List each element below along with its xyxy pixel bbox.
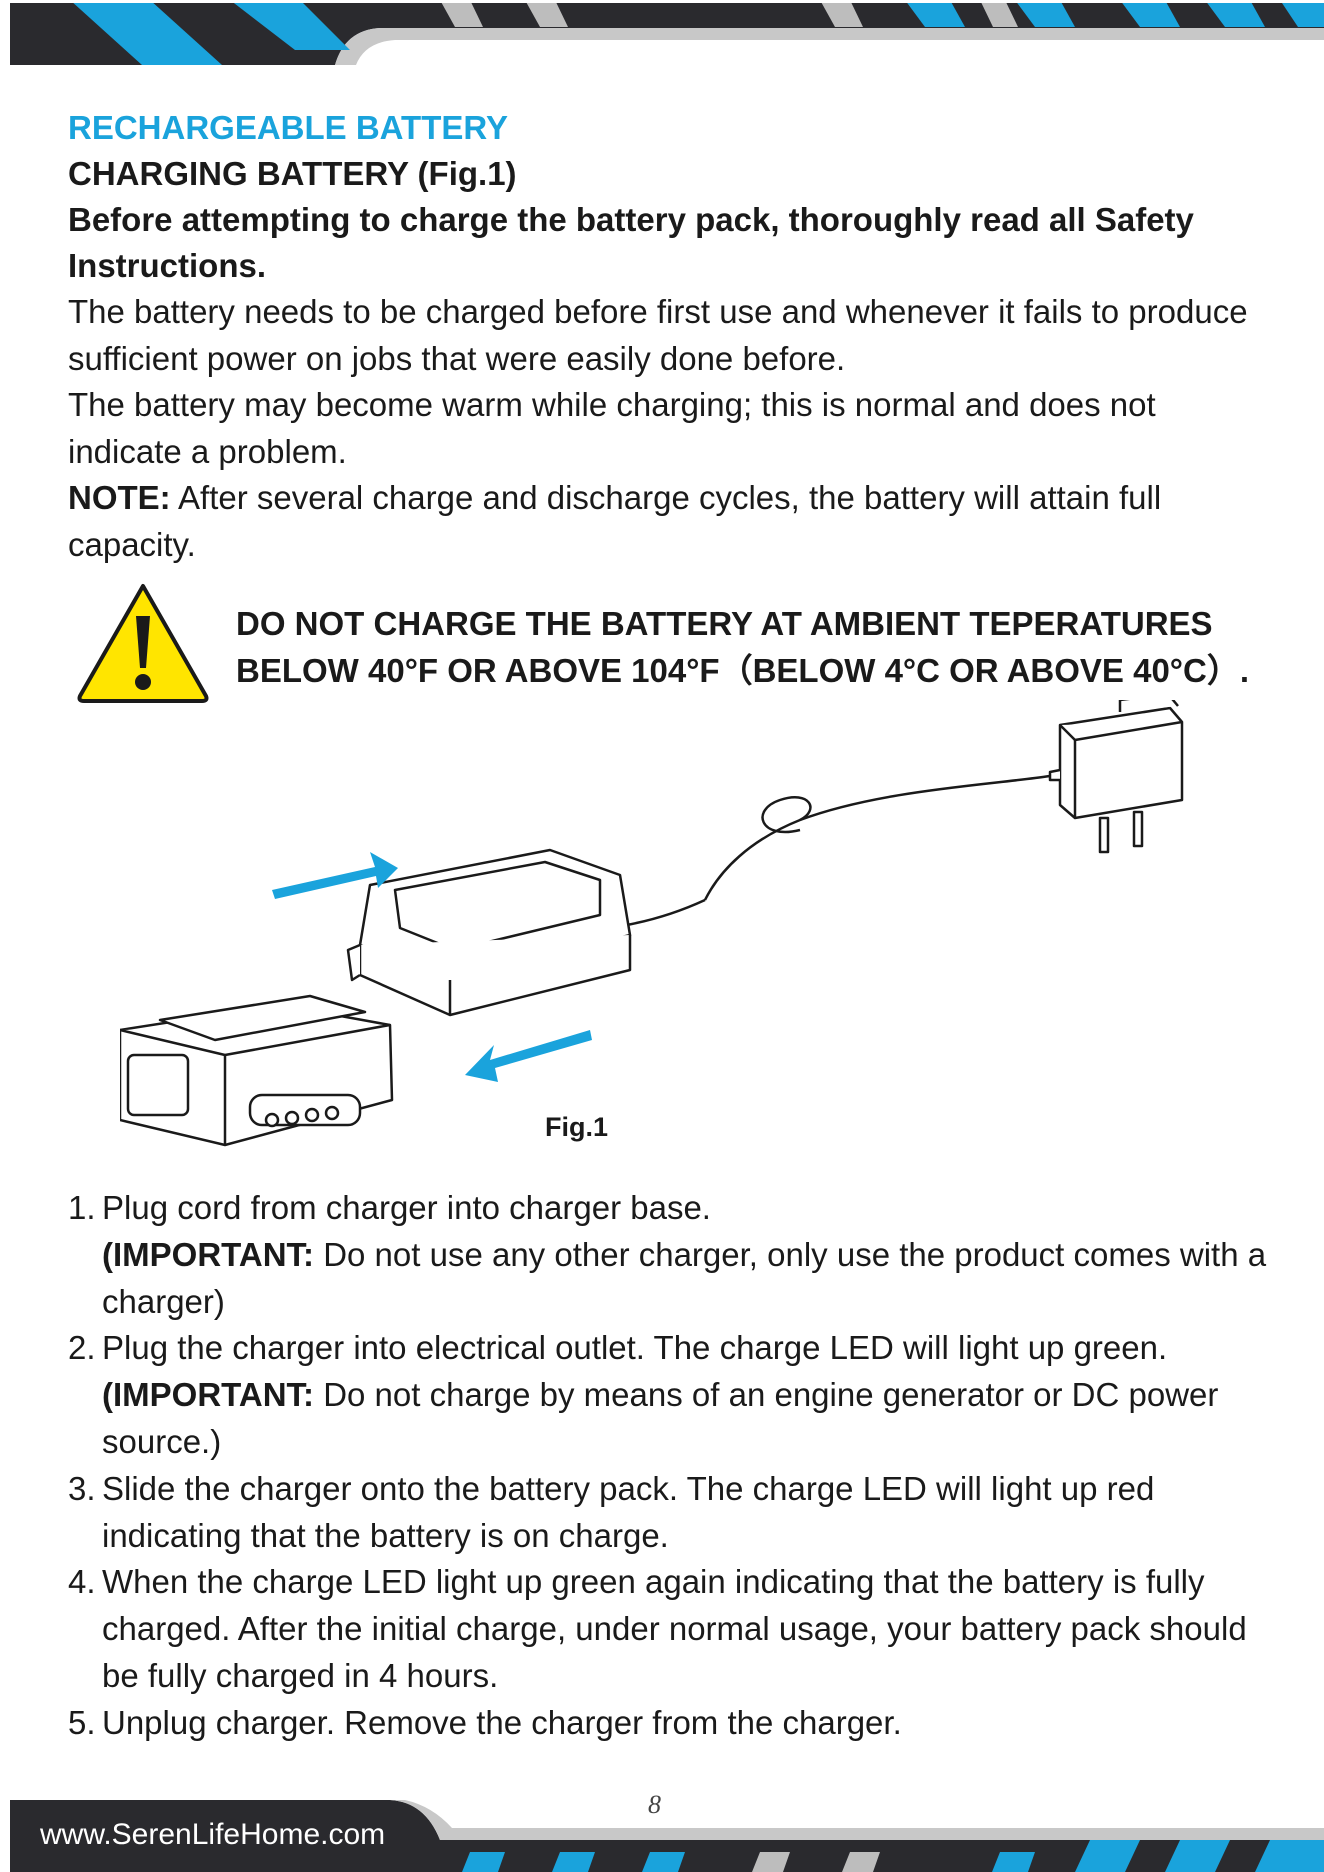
arrow-icon <box>272 852 592 1082</box>
step-text: Plug the charger into electrical outlet.… <box>102 1329 1168 1367</box>
important-text: Do not use any other charger, only use t… <box>102 1235 1267 1320</box>
steps-list: 1.Plug cord from charger into charger ba… <box>68 1185 1268 1747</box>
note-label: NOTE: <box>68 479 171 516</box>
subsection-title: CHARGING BATTERY (Fig.1) <box>68 155 517 192</box>
warning-line-2: BELOW 40°F OR ABOVE 104°F（BELOW 4°C OR A… <box>236 652 1249 689</box>
wall-adapter <box>1048 700 1184 854</box>
important-label: (IMPORTANT: <box>102 1235 315 1273</box>
paragraph-warm: The battery may become warm while chargi… <box>68 386 1156 470</box>
list-item: 5.Unplug charger. Remove the charger fro… <box>68 1700 1268 1747</box>
battery-pack <box>120 994 394 1147</box>
step-number: 5. <box>68 1703 96 1741</box>
bottom-banner <box>10 1800 1324 1872</box>
charger-base <box>346 848 632 1017</box>
step-number: 4. <box>68 1563 96 1601</box>
website-link[interactable]: www.SerenLifeHome.com <box>40 1818 386 1851</box>
important-label: (IMPORTANT: <box>102 1376 315 1414</box>
intro-section: RECHARGEABLE BATTERY CHARGING BATTERY (F… <box>68 105 1248 568</box>
note-text: After several charge and discharge cycle… <box>68 479 1162 563</box>
list-item: 1.Plug cord from charger into charger ba… <box>68 1185 1268 1325</box>
warning-text: DO NOT CHARGE THE BATTERY AT AMBIENT TEP… <box>236 600 1276 694</box>
step-text: Plug cord from charger into charger base… <box>102 1189 711 1226</box>
step-text: When the charge LED light up green again… <box>102 1563 1247 1694</box>
step-number: 3. <box>68 1469 96 1507</box>
temperature-warning: DO NOT CHARGE THE BATTERY AT AMBIENT TEP… <box>68 580 1268 710</box>
step-number: 2. <box>68 1329 96 1367</box>
paragraph-first-use: The battery needs to be charged before f… <box>68 293 1248 377</box>
charging-illustration <box>120 700 1184 1147</box>
figure-caption: Fig.1 <box>545 1112 609 1142</box>
important-text: Do not charge by means of an engine gene… <box>102 1376 1219 1460</box>
safety-notice: Before attempting to charge the battery … <box>68 201 1194 284</box>
list-item: 2.Plug the charger into electrical outle… <box>68 1325 1268 1465</box>
page-number: 8 <box>648 1790 661 1819</box>
list-item: 3.Slide the charger onto the battery pac… <box>68 1466 1268 1560</box>
top-banner <box>0 0 1324 70</box>
note-paragraph: NOTE: After several charge and discharge… <box>68 475 1248 568</box>
step-text: Unplug charger. Remove the charger from … <box>102 1703 902 1741</box>
warning-triangle-icon <box>77 584 209 703</box>
list-item: 4.When the charge LED light up green aga… <box>68 1559 1268 1699</box>
warning-line-1: DO NOT CHARGE THE BATTERY AT AMBIENT TEP… <box>236 605 1213 642</box>
section-title: RECHARGEABLE BATTERY <box>68 109 509 146</box>
step-number: 1. <box>68 1189 96 1226</box>
step-text: Slide the charger onto the battery pack.… <box>102 1469 1155 1554</box>
